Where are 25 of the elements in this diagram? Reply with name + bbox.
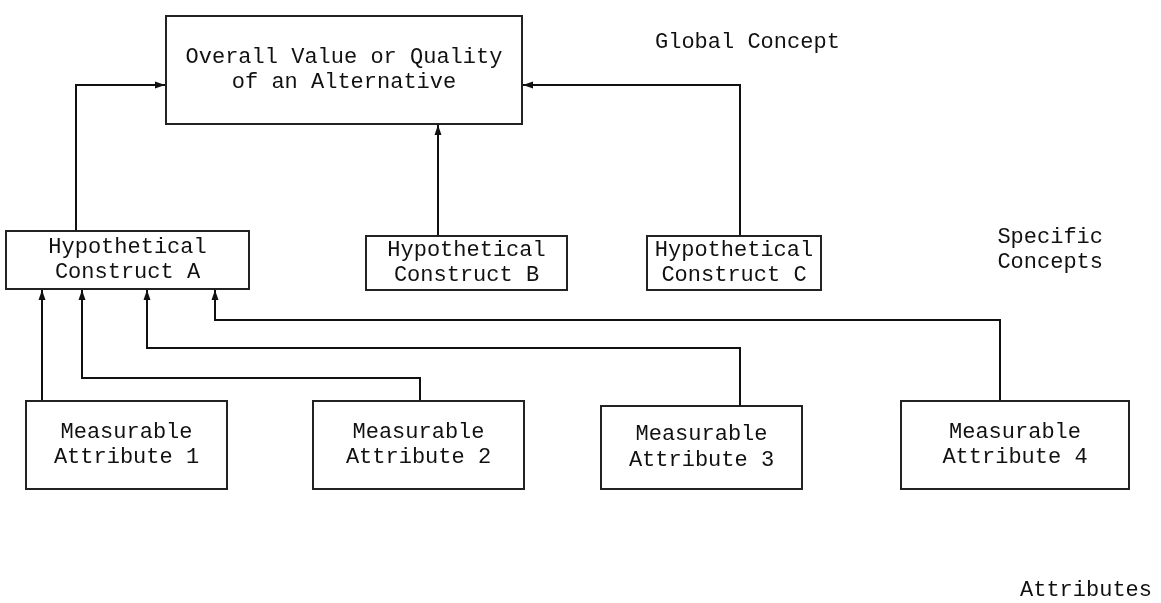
construct-box	[5, 230, 250, 290]
box-text: Hypothetical Construct A	[47, 234, 208, 286]
arrow	[143, 289, 741, 406]
arrow	[78, 289, 421, 401]
attribute-box	[900, 400, 1130, 490]
level-label: Global Concept	[655, 30, 841, 56]
level-label: Specific Concepts	[996, 225, 1103, 276]
box-text: Hypothetical Construct C	[653, 237, 815, 289]
level-label: Attributes	[1020, 578, 1154, 603]
arrow	[211, 289, 1001, 401]
attribute-box	[312, 400, 525, 490]
box-text: Measurable Attribute 3	[628, 422, 775, 473]
box-text: Measurable Attribute 4	[942, 419, 1088, 471]
arrow	[434, 124, 442, 236]
arrow	[75, 81, 166, 231]
concept-box	[165, 15, 523, 125]
construct-box	[365, 235, 568, 291]
attribute-box	[600, 405, 803, 490]
box-text: Overall Value or Quality of an Alternative	[184, 44, 504, 96]
box-text: Measurable Attribute 1	[53, 419, 200, 471]
attribute-box	[25, 400, 228, 490]
arrow	[38, 289, 46, 401]
box-text: Hypothetical Construct B	[386, 237, 547, 289]
box-text: Measurable Attribute 2	[345, 419, 492, 471]
arrow	[522, 81, 741, 236]
